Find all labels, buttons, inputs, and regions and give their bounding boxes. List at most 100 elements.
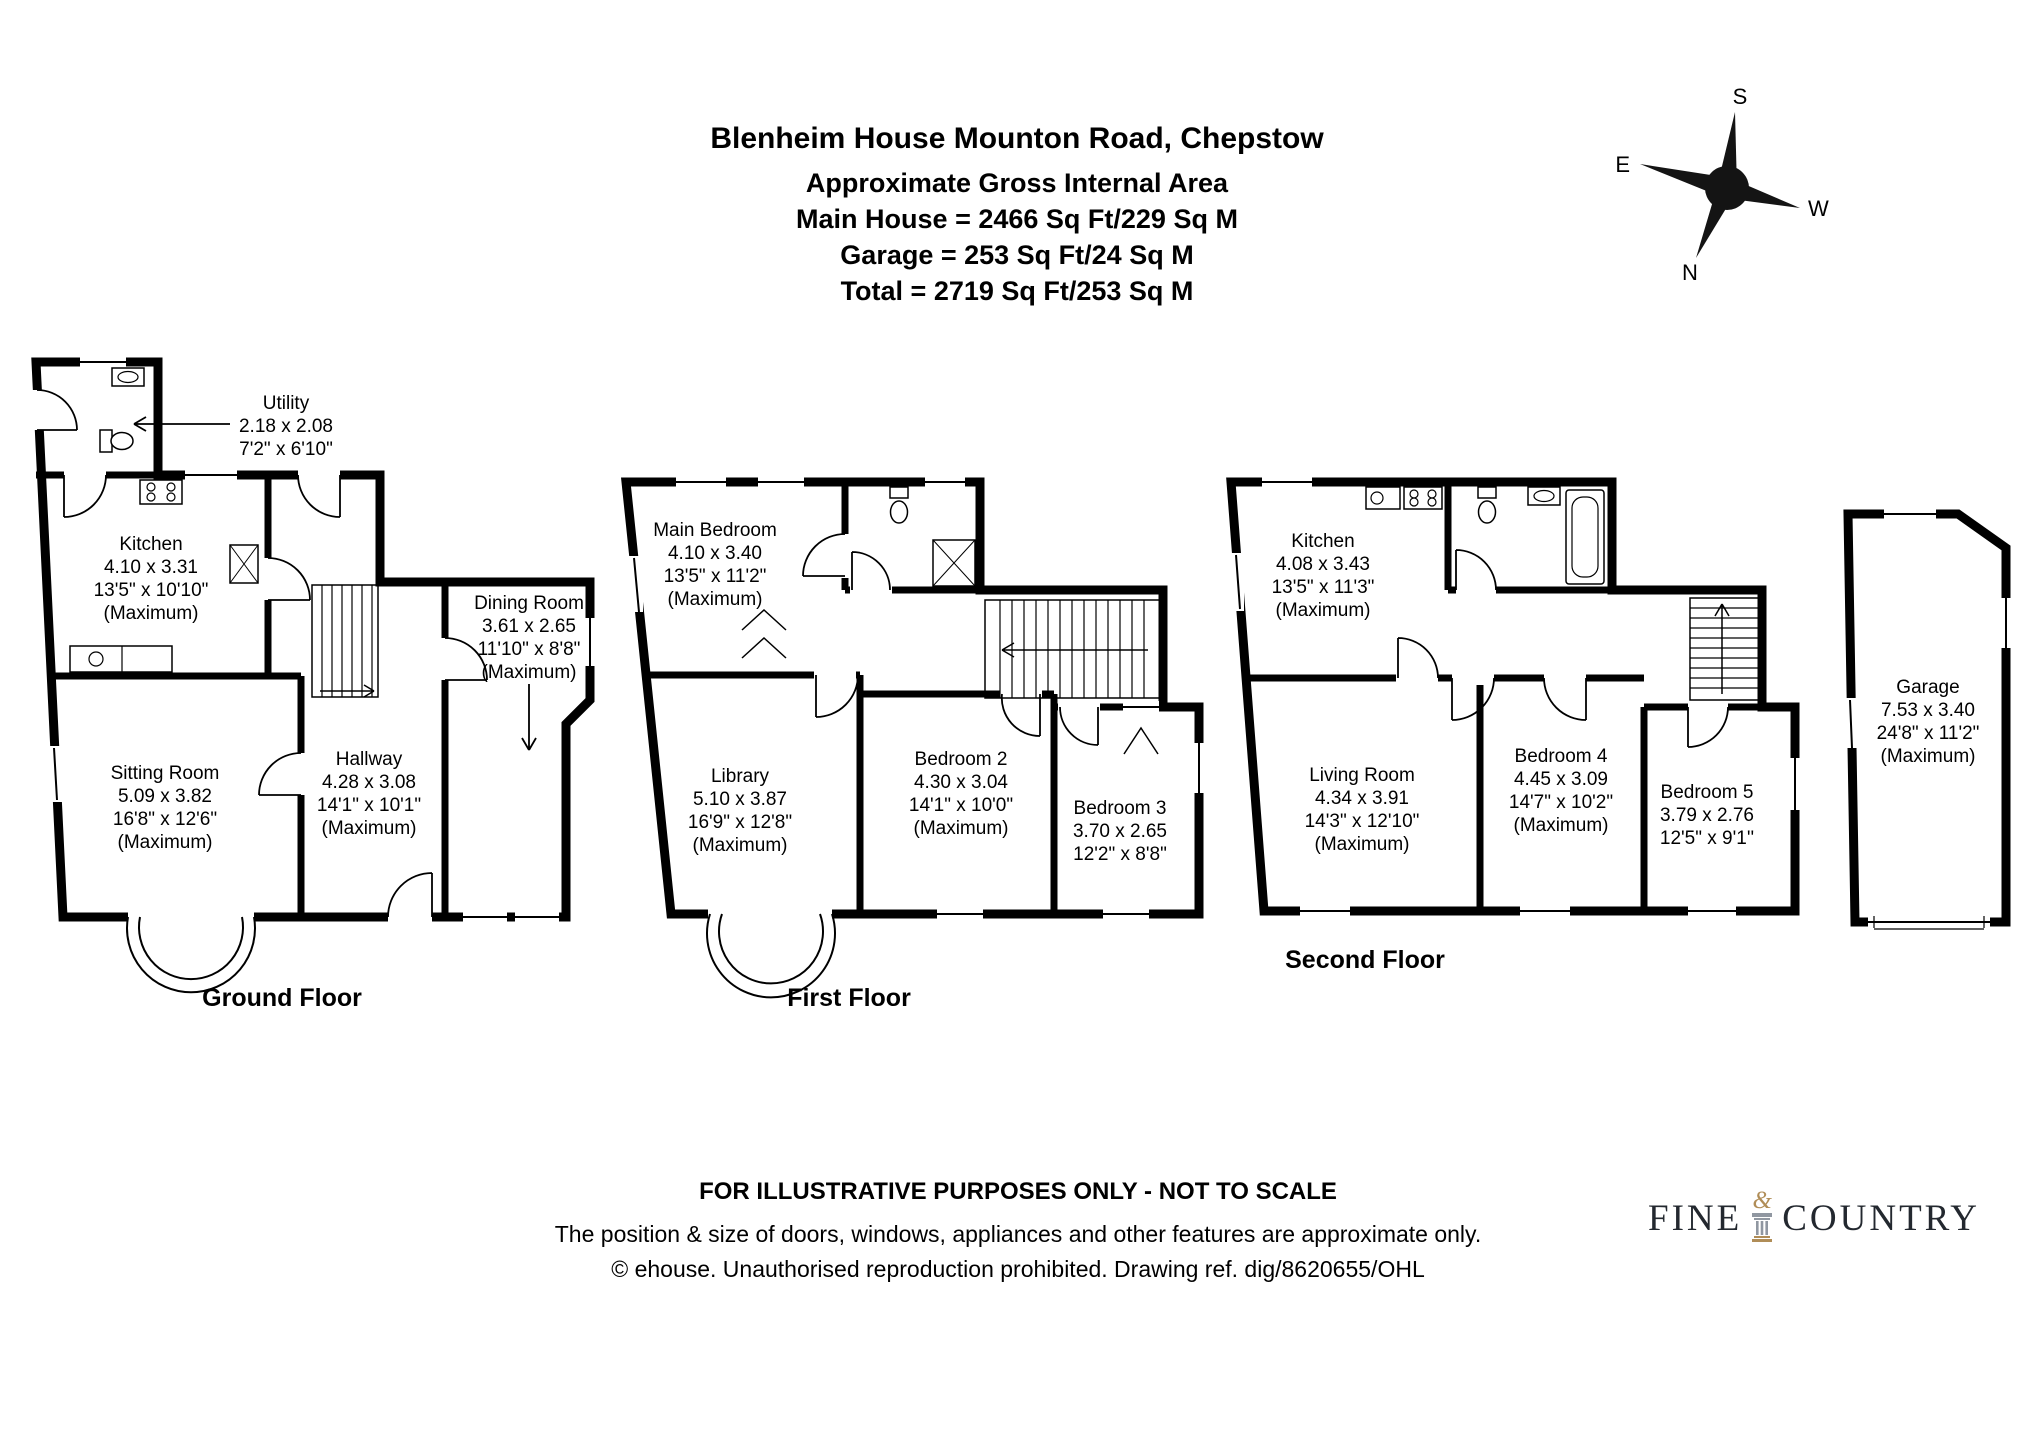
compass-label-east: E <box>1615 152 1630 177</box>
room-metric: 3.61 x 2.65 <box>481 616 577 637</box>
room-name: Hallway <box>335 749 403 770</box>
second-stairs <box>1689 597 1761 701</box>
room-label-second-living-room: Living Room 4.34 x 3.91 14'3" x 12'10" (… <box>1305 764 1420 856</box>
room-imperial: 11'10" x 8'8" <box>477 639 581 660</box>
room-max: (Maximum) <box>321 818 417 839</box>
room-imperial: 14'1" x 10'0" <box>908 795 1014 816</box>
room-metric: 4.28 x 3.08 <box>321 772 417 793</box>
room-imperial: 14'1" x 10'1" <box>316 795 422 816</box>
room-label-ground-sitting-room: Sitting Room 5.09 x 3.82 16'8" x 12'6" (… <box>111 762 220 854</box>
room-max: (Maximum) <box>117 832 213 853</box>
room-imperial: 13'5" x 11'3" <box>1271 577 1375 598</box>
room-name: Bedroom 2 <box>914 749 1008 770</box>
garage-plan <box>1843 508 2013 930</box>
area-main-house: Main House = 2466 Sq Ft/229 Sq M <box>796 204 1238 234</box>
room-metric: 4.45 x 3.09 <box>1513 769 1609 790</box>
room-label-second-kitchen: Kitchen 4.08 x 3.43 13'5" x 11'3" (Maxim… <box>1272 530 1375 622</box>
room-name: Library <box>710 766 770 787</box>
compass-hub <box>1705 166 1749 210</box>
area-garage: Garage = 253 Sq Ft/24 Sq M <box>840 240 1194 270</box>
hob-icon <box>1403 486 1443 510</box>
room-imperial: 24'8" x 11'2" <box>1876 723 1980 744</box>
room-max: (Maximum) <box>481 662 577 683</box>
room-name: Kitchen <box>1291 531 1355 552</box>
fine-and-country-logo: FINE & COUNTRY <box>1648 1188 1981 1242</box>
room-imperial: 14'3" x 12'10" <box>1304 811 1420 832</box>
room-metric: 7.53 x 3.40 <box>1880 700 1976 721</box>
room-label-ground-hallway: Hallway 4.28 x 3.08 14'1" x 10'1" (Maxim… <box>317 748 421 840</box>
room-metric: 4.08 x 3.43 <box>1275 554 1371 575</box>
second-interior-walls <box>1246 482 1762 911</box>
room-max: (Maximum) <box>1275 600 1371 621</box>
logo-ampersand: & <box>1752 1187 1772 1214</box>
room-metric: 4.10 x 3.31 <box>103 557 199 578</box>
room-name: Dining Room <box>474 593 584 614</box>
room-label-first-main-bedroom: Main Bedroom 4.10 x 3.40 13'5" x 11'2" (… <box>653 519 777 611</box>
first-wardrobe-chevrons <box>741 608 1159 755</box>
toilet-bowl-icon <box>889 500 909 524</box>
toilet-bowl-icon <box>110 431 134 451</box>
toilet-tank-icon <box>1477 486 1497 499</box>
toilet-tank-icon <box>889 486 909 499</box>
room-max: (Maximum) <box>1314 834 1410 855</box>
room-name: Main Bedroom <box>653 520 777 541</box>
first-windows <box>633 481 1200 915</box>
room-max: (Maximum) <box>1880 746 1976 767</box>
ground-door-arcs <box>36 389 488 918</box>
room-imperial: 16'8" x 12'6" <box>112 809 218 830</box>
disclaimer-block: FOR ILLUSTRATIVE PURPOSES ONLY - NOT TO … <box>448 1178 1588 1287</box>
room-imperial: 7'2" x 6'10" <box>239 439 333 460</box>
dining-label-arrow <box>521 684 537 751</box>
room-name: Bedroom 5 <box>1660 782 1754 803</box>
room-max: (Maximum) <box>913 818 1009 839</box>
toilet-bowl-icon <box>1477 500 1497 524</box>
garage-outer-walls <box>1843 509 2011 927</box>
ground-bay-window <box>126 916 256 994</box>
room-imperial: 13'5" x 10'10" <box>93 580 209 601</box>
compass-label-north: N <box>1682 260 1698 285</box>
room-label-first-bedroom-2: Bedroom 2 4.30 x 3.04 14'1" x 10'0" (Max… <box>909 748 1013 840</box>
room-label-ground-kitchen: Kitchen 4.10 x 3.31 13'5" x 10'10" (Maxi… <box>94 533 209 625</box>
compass-label-west: W <box>1808 196 1829 221</box>
room-imperial: 13'5" x 11'2" <box>663 566 767 587</box>
toilet-tank-icon <box>99 429 113 453</box>
room-max: (Maximum) <box>103 603 199 624</box>
first-door-arcs <box>802 533 1099 746</box>
first-stairs <box>984 599 1161 699</box>
first-fixtures <box>889 486 976 587</box>
disclaimer-title: FOR ILLUSTRATIVE PURPOSES ONLY - NOT TO … <box>699 1178 1337 1205</box>
room-metric: 4.30 x 3.04 <box>913 772 1009 793</box>
garage-openings <box>1843 508 2013 928</box>
first-floor-plan <box>621 476 1206 999</box>
ground-stairs <box>311 584 379 698</box>
room-imperial: 12'5" x 9'1'' <box>1659 828 1755 849</box>
compass-rose: S N E W <box>1615 84 1829 285</box>
room-imperial: 16'9" x 12'8" <box>687 812 793 833</box>
room-metric: 4.34 x 3.91 <box>1314 788 1410 809</box>
hob-icon <box>139 479 183 505</box>
kitchen-counter-icon <box>69 645 173 673</box>
first-floor-label: First Floor <box>787 984 911 1012</box>
room-metric: 5.10 x 3.87 <box>692 789 788 810</box>
room-max: (Maximum) <box>692 835 788 856</box>
area-subtitle: Approximate Gross Internal Area <box>805 168 1229 198</box>
room-metric: 4.10 x 3.40 <box>667 543 763 564</box>
room-imperial: 14'7" x 10'2" <box>1508 792 1614 813</box>
room-name: Kitchen <box>119 534 183 555</box>
ground-floor-label: Ground Floor <box>202 984 362 1012</box>
ground-windows <box>53 361 591 918</box>
room-name: Sitting Room <box>110 763 220 784</box>
room-name: Bedroom 4 <box>1514 746 1608 767</box>
room-label-first-library: Library 5.10 x 3.87 16'9" x 12'8" (Maxim… <box>688 765 792 857</box>
room-metric: 3.70 x 2.65 <box>1072 821 1168 842</box>
room-label-ground-dining-room: Dining Room 3.61 x 2.65 11'10" x 8'8" (M… <box>474 592 584 684</box>
second-fixtures <box>1365 486 1605 585</box>
room-name: Living Room <box>1309 765 1415 786</box>
room-metric: 2.18 x 2.08 <box>238 416 334 437</box>
logo-word-country: COUNTRY <box>1782 1197 1981 1239</box>
second-door-arcs <box>1397 549 1729 748</box>
property-title: Blenheim House Mounton Road, Chepstow <box>710 122 1324 155</box>
room-max: (Maximum) <box>667 589 763 610</box>
disclaimer-text: The position & size of doors, windows, a… <box>554 1221 1482 1247</box>
